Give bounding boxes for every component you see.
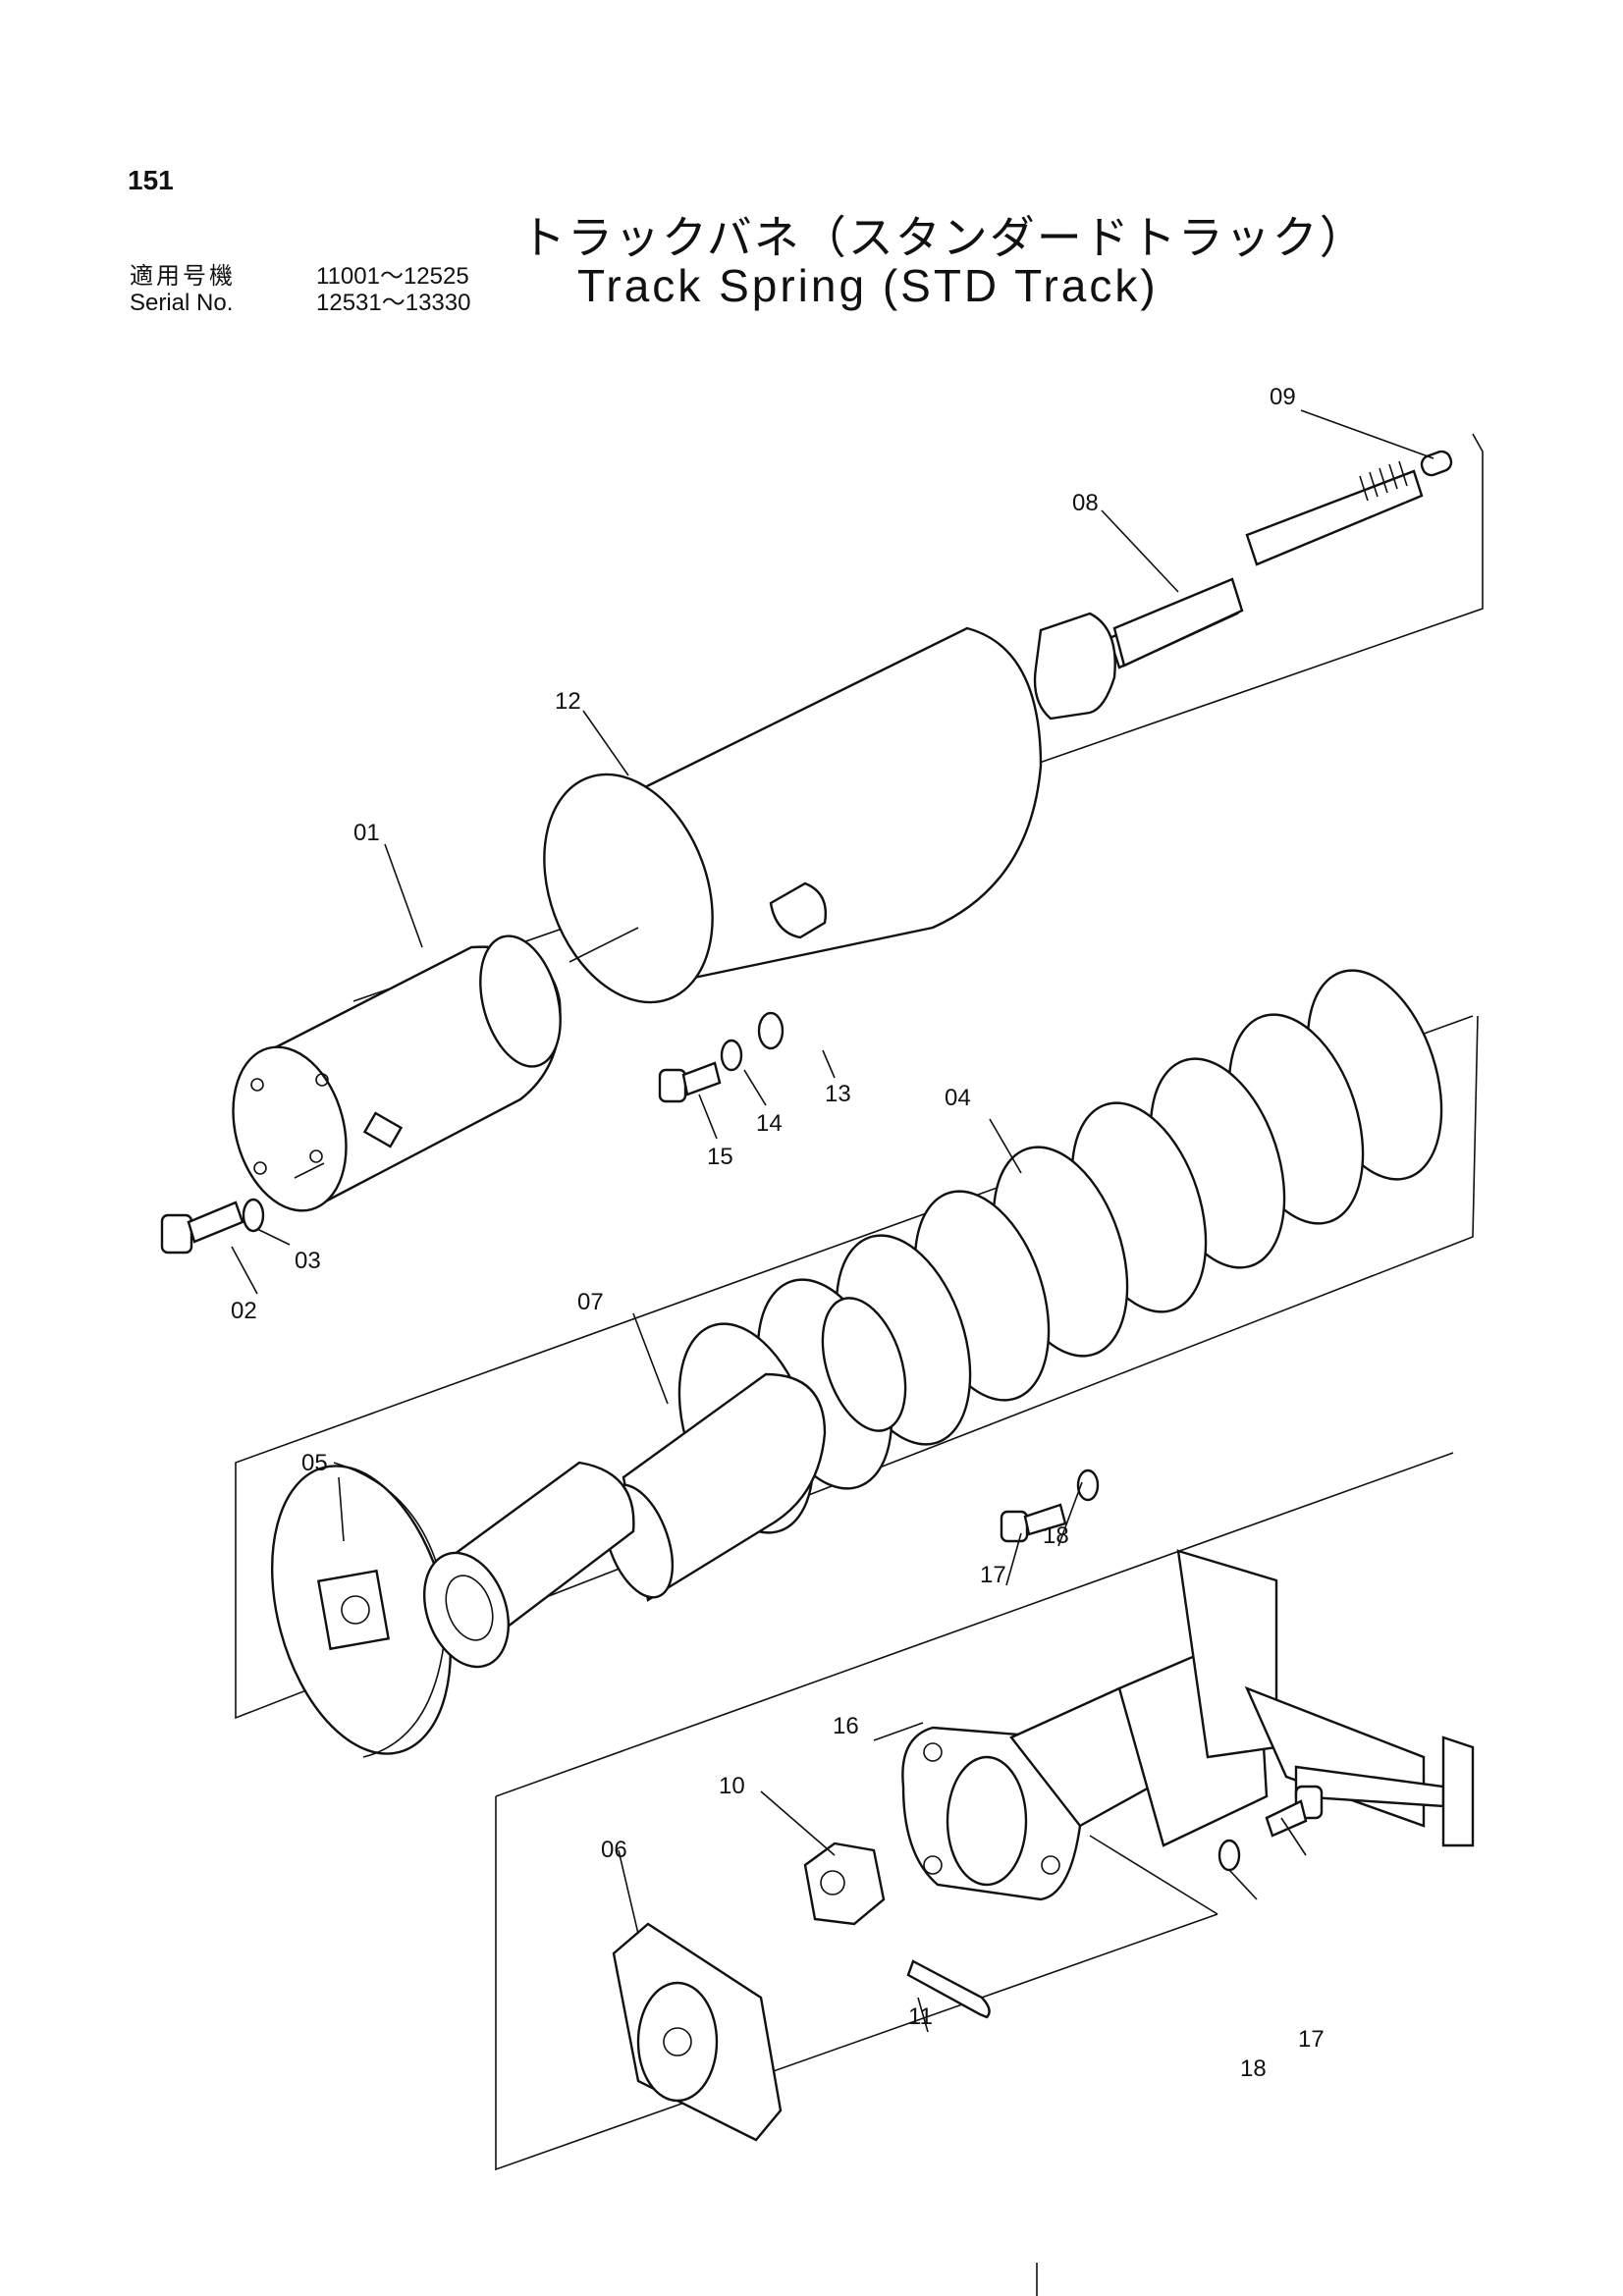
callout-07: 07 (577, 1289, 604, 1315)
callout-11: 11 (908, 2003, 933, 2030)
callout-14: 14 (756, 1110, 783, 1137)
callout-02: 02 (231, 1298, 257, 1324)
title-japanese: トラックバネ（スタンダードトラック） (520, 211, 1367, 264)
callout-05: 05 (301, 1450, 328, 1476)
callout-03: 03 (295, 1248, 321, 1274)
title-english: Track Spring (STD Track) (577, 260, 1159, 311)
part-11-pin (906, 1959, 991, 2019)
part-02-bolt (160, 1201, 244, 1255)
part-16-bracket (901, 1549, 1475, 1901)
page-number: 151 (128, 165, 174, 195)
part-06-cover (612, 1922, 783, 2142)
callout-labels: 09 08 12 01 13 14 15 04 03 02 07 05 17 1… (231, 384, 1325, 2082)
callout-09: 09 (1270, 384, 1296, 410)
part-14-washer (720, 1039, 743, 1072)
part-08-rod (1033, 460, 1424, 721)
part-01-housing (232, 934, 562, 1212)
serial-block: 適用号機 11001～12525 Serial No. 12531～13330 (130, 262, 471, 317)
part-18-washer-upper (1076, 1468, 1100, 1502)
part-09-cap (1420, 450, 1453, 477)
leader-lines (231, 409, 1434, 2033)
part-05-plate (270, 1461, 635, 1758)
spring-inner-bore (821, 1297, 907, 1432)
callout-10: 10 (719, 1773, 745, 1799)
part-17-bolt-upper (1000, 1503, 1067, 1543)
serial-label-japanese: 適用号機 (130, 262, 236, 290)
serial-label-english: Serial No. (130, 290, 234, 316)
part-18-washer-lower (1217, 1839, 1241, 1872)
part-12-cylinder (543, 626, 1043, 1004)
callout-08: 08 (1072, 490, 1099, 516)
callout-15: 15 (707, 1144, 733, 1170)
part-15-bolt (658, 1061, 722, 1103)
part-10-nut (803, 1842, 886, 1926)
callout-18b: 18 (1240, 2056, 1267, 2082)
callout-17b: 17 (1298, 2026, 1325, 2053)
callout-13: 13 (825, 1081, 851, 1107)
callout-18a: 18 (1043, 1522, 1069, 1549)
callout-17a: 17 (980, 1562, 1006, 1588)
part-17-bolt-lower (1265, 1785, 1324, 1838)
callout-12: 12 (555, 688, 581, 715)
serial-range-2: 12531～13330 (316, 290, 471, 316)
callout-04: 04 (945, 1085, 971, 1111)
serial-range-1: 11001～12525 (316, 263, 469, 290)
callout-01: 01 (353, 820, 380, 846)
part-03-washer (242, 1198, 265, 1233)
callout-06: 06 (601, 1837, 627, 1863)
part-13-washer (757, 1011, 784, 1050)
callout-16: 16 (833, 1713, 859, 1739)
